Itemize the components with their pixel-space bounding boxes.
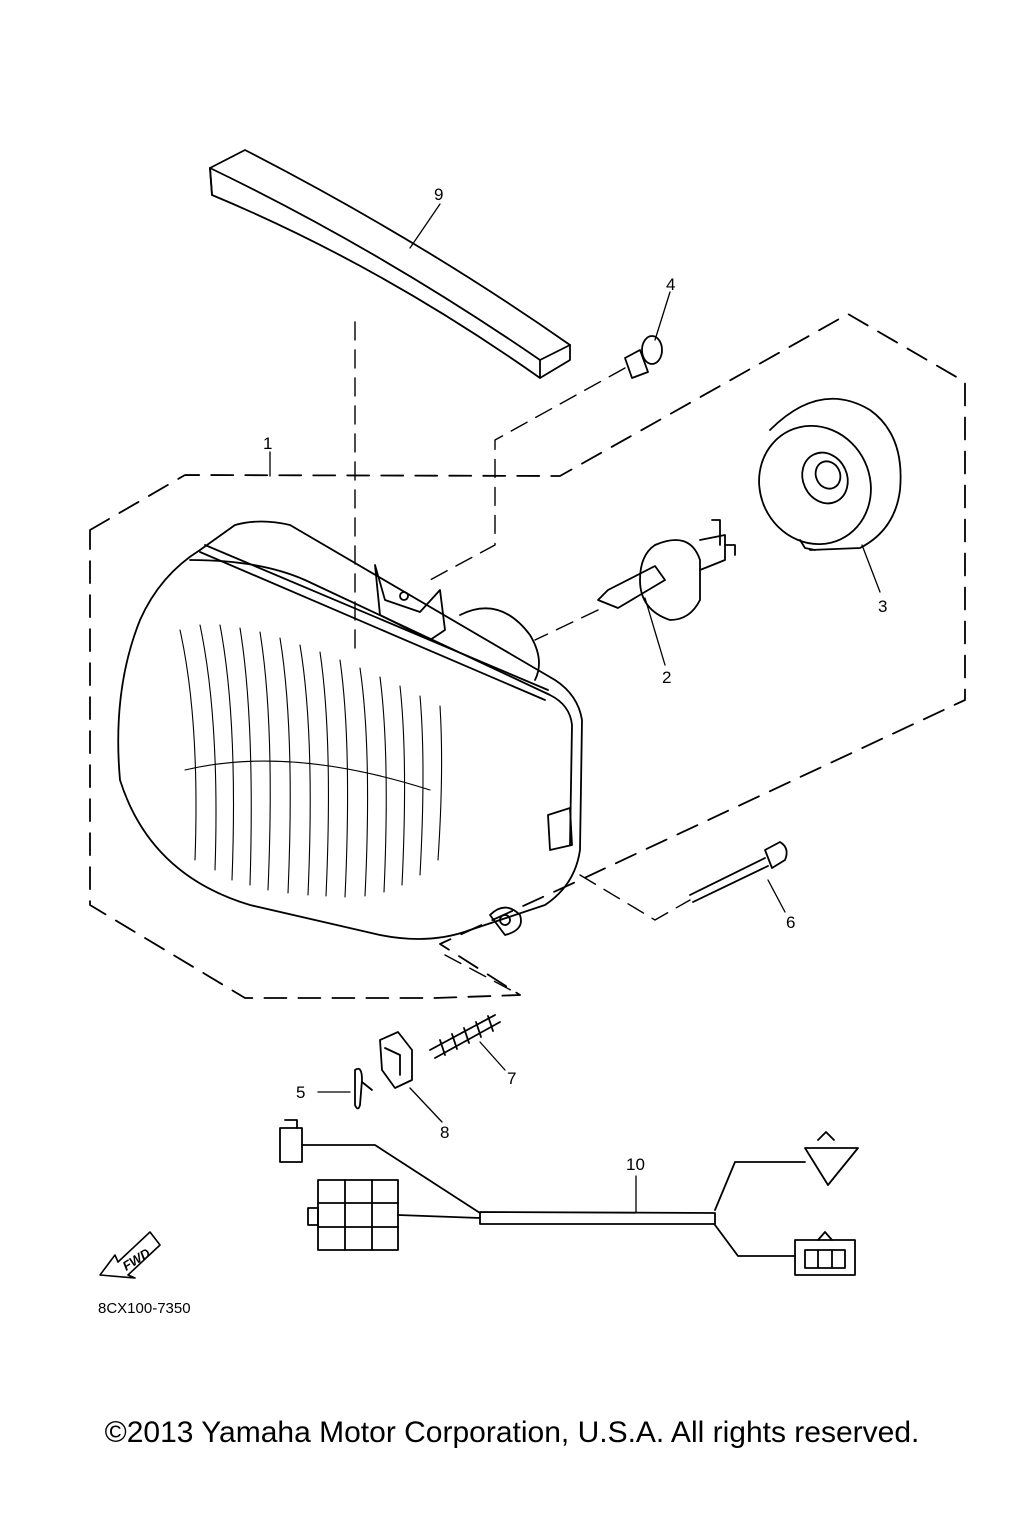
diagram-code: 8CX100-7350 (98, 1300, 191, 1317)
callout-2: 2 (662, 668, 671, 687)
callout-3: 3 (878, 597, 887, 616)
fwd-label: FWD (120, 1245, 154, 1274)
bulb-part (597, 519, 736, 621)
callout-10: 10 (626, 1155, 645, 1174)
visor-strip-part (209, 149, 571, 379)
fwd-arrow-icon (99, 1231, 161, 1279)
callout-9: 9 (434, 185, 443, 204)
pin-part (354, 1067, 373, 1110)
headlight-housing-part (117, 520, 583, 940)
callout-8: 8 (440, 1123, 449, 1142)
callout-7: 7 (507, 1069, 516, 1088)
wiring-harness-part (279, 1119, 859, 1276)
spring-part (429, 1014, 501, 1059)
callout-numbers: 1 2 3 4 5 6 7 8 9 10 FWD 8CX100-7350 (98, 185, 887, 1317)
copyright-notice: ©2013 Yamaha Motor Corporation, U.S.A. A… (104, 1416, 920, 1449)
leader-lines (354, 321, 691, 996)
callout-1: 1 (263, 434, 272, 453)
adjuster-bracket-part (379, 1031, 413, 1089)
bolt-part (689, 841, 788, 903)
callout-6: 6 (786, 913, 795, 932)
callout-leaders (269, 203, 881, 1213)
callout-5: 5 (296, 1083, 305, 1102)
assembly-outline (89, 313, 966, 999)
callout-4: 4 (666, 275, 675, 294)
bulb-cover-part (758, 397, 902, 551)
clip-part (624, 335, 663, 379)
